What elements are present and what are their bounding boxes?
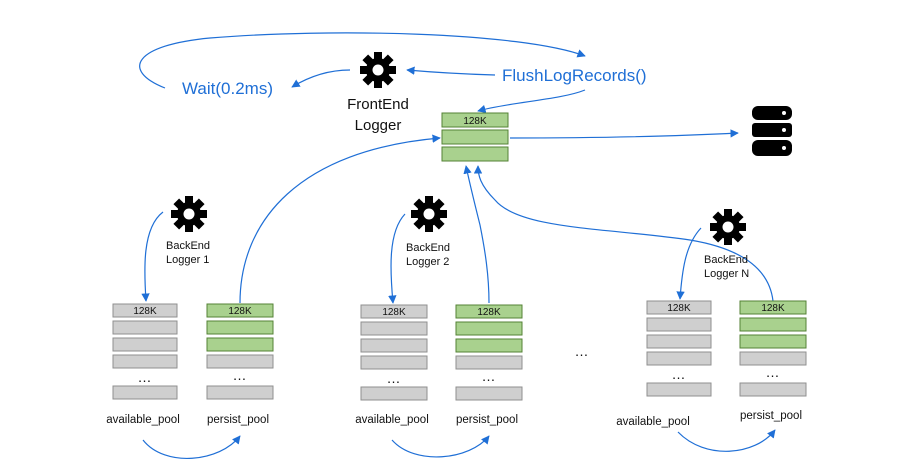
- persist-buffer-label: 128K: [228, 306, 252, 317]
- available-buffer-label: 128K: [382, 307, 406, 318]
- available-buffer-block: [360, 321, 428, 336]
- available-buffer-block: [646, 351, 712, 366]
- persist-buffer-label: 128K: [761, 303, 785, 314]
- available-ellipsis: …: [138, 369, 153, 385]
- flush-to-logger-arrow: [406, 66, 496, 76]
- buffer-to-storage-arrow: [509, 129, 739, 139]
- gear-icon: [710, 209, 746, 245]
- available-to-persist-arrow: [677, 429, 776, 452]
- loop-arrow: [139, 32, 586, 89]
- available-pool-label: available_pool: [106, 414, 180, 426]
- backend-logger-label-line1: BackEnd: [166, 240, 210, 252]
- available-buffer-block: [360, 338, 428, 353]
- persist-buffer-block: [739, 351, 807, 366]
- persist-pool-label: persist_pool: [456, 414, 518, 426]
- logger-to-available-arrow: [676, 227, 702, 300]
- frontend-logger-label-line1: FrontEnd: [347, 96, 409, 113]
- backend-logger-2: BackEnd Logger 2 128K … available_pool 1…: [355, 196, 523, 458]
- frontend-logger-label-line2: Logger: [355, 117, 402, 134]
- persist-pool: 128K … persist_pool: [739, 300, 807, 422]
- persist-buffer-block: [455, 355, 523, 370]
- persistN-to-buffer-arrow: [473, 165, 774, 302]
- flush-to-buffer-arrow: [477, 89, 586, 113]
- persist-buffer-block: [206, 303, 274, 318]
- available-buffer-block: [112, 320, 178, 335]
- persist-buffer-block: [206, 385, 274, 400]
- logger-to-wait-arrow: [291, 69, 351, 88]
- persist-buffer-block: [206, 320, 274, 335]
- gear-icon: [360, 52, 396, 88]
- available-pool: 128K … available_pool: [616, 300, 712, 428]
- database-icon: [752, 106, 792, 156]
- persist-ellipsis: …: [766, 364, 781, 380]
- persist-ellipsis: …: [233, 367, 248, 383]
- persist-buffer-block: [739, 334, 807, 349]
- frontend-buffer-block: [441, 112, 509, 128]
- persist-buffer-block: [455, 338, 523, 353]
- available-buffer-block: [112, 354, 178, 369]
- persist-pool: 128K … persist_pool: [206, 303, 274, 426]
- available-pool-label: available_pool: [355, 414, 429, 426]
- available-buffer-block: [112, 303, 178, 318]
- persist-ellipsis: …: [482, 368, 497, 384]
- available-buffer-label: 128K: [667, 303, 691, 314]
- available-ellipsis: …: [672, 366, 687, 382]
- available-ellipsis: …: [387, 370, 402, 386]
- gear-icon: [411, 196, 447, 232]
- available-buffer-block: [360, 355, 428, 370]
- frontend-buffer-stack: 128K: [441, 112, 509, 162]
- wait-label: Wait(0.2ms): [182, 79, 273, 98]
- available-to-persist-arrow: [391, 435, 490, 458]
- frontend-buffer-block: [441, 129, 509, 145]
- available-pool: 128K … available_pool: [355, 304, 429, 426]
- between-backends-ellipsis: …: [575, 343, 590, 359]
- persist-pool-label: persist_pool: [740, 410, 802, 422]
- persist-pool: 128K … persist_pool: [455, 304, 523, 426]
- available-to-persist-arrow: [142, 435, 241, 459]
- available-buffer-block: [112, 385, 178, 400]
- available-buffer-label: 128K: [133, 306, 157, 317]
- backend-logger-label-line1: BackEnd: [406, 242, 450, 254]
- available-pool: 128K … available_pool: [106, 303, 180, 426]
- persist1-to-buffer-arrow: [239, 134, 441, 304]
- frontend-buffer-label: 128K: [463, 116, 487, 127]
- persist-buffer-block: [206, 337, 274, 352]
- persist-buffer-block: [739, 300, 807, 315]
- backend-logger-label-line1: BackEnd: [704, 254, 748, 266]
- gear-icon: [171, 196, 207, 232]
- persist-buffer-block: [739, 317, 807, 332]
- persist-buffer-block: [455, 321, 523, 336]
- persist-buffer-block: [455, 386, 523, 401]
- persist-buffer-block: [206, 354, 274, 369]
- logger-to-available-arrow: [388, 213, 406, 304]
- logger-to-available-arrow: [141, 211, 164, 302]
- persist-buffer-block: [739, 382, 807, 397]
- available-buffer-block: [646, 317, 712, 332]
- backend-logger-n: BackEnd Logger N 128K … available_pool 1…: [616, 209, 807, 452]
- available-buffer-block: [360, 386, 428, 401]
- frontend-section: Wait(0.2ms) FlushLogRecords() FrontEnd L…: [139, 32, 792, 162]
- available-buffer-block: [646, 334, 712, 349]
- backend-logger-label-line2: Logger 1: [166, 254, 209, 266]
- available-buffer-block: [112, 337, 178, 352]
- available-buffer-block: [646, 300, 712, 315]
- available-pool-label: available_pool: [616, 416, 690, 428]
- available-buffer-block: [360, 304, 428, 319]
- persist2-to-buffer-arrow: [463, 165, 490, 304]
- frontend-buffer-block: [441, 146, 509, 162]
- backend-logger-1: BackEnd Logger 1 128K … available_pool 1…: [106, 196, 274, 459]
- backend-logger-label-line2: Logger N: [704, 268, 749, 280]
- flush-log-records-label: FlushLogRecords(): [502, 66, 647, 85]
- persist-buffer-label: 128K: [477, 307, 501, 318]
- backend-logger-label-line2: Logger 2: [406, 256, 449, 268]
- available-buffer-block: [646, 382, 712, 397]
- persist-pool-label: persist_pool: [207, 414, 269, 426]
- persist-buffer-block: [455, 304, 523, 319]
